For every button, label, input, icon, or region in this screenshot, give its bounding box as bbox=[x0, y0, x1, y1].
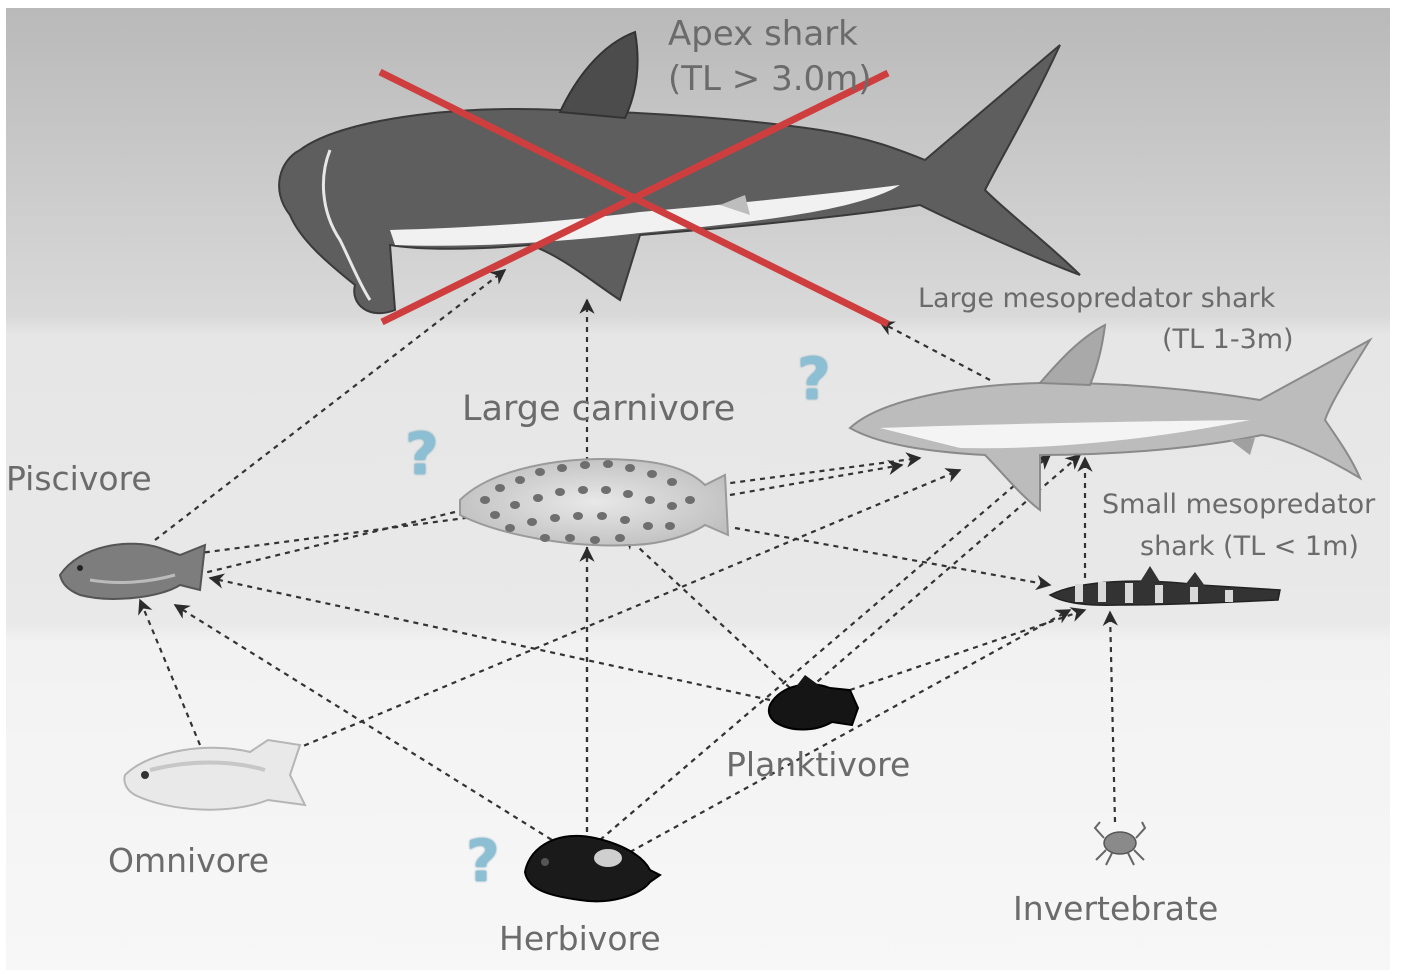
omnivore-label: Omnivore bbox=[108, 840, 269, 881]
large-mesopredator-label: Large mesopredator shark bbox=[918, 282, 1275, 316]
grouper-spot bbox=[533, 494, 543, 502]
grouper-spot bbox=[667, 502, 677, 510]
grouper-spot bbox=[540, 534, 550, 542]
piscivore-label: Piscivore bbox=[6, 458, 152, 499]
invertebrate-label: Invertebrate bbox=[1013, 888, 1218, 929]
apex-shark-label: Apex shark bbox=[668, 13, 858, 56]
grouper-spot bbox=[515, 476, 525, 484]
grouper-spot bbox=[625, 464, 635, 472]
large-carnivore-label: Large carnivore bbox=[462, 388, 735, 432]
grouper-spot bbox=[578, 486, 588, 494]
grouper-spot bbox=[603, 460, 613, 468]
apex-shark-sublabel: (TL > 3.0m) bbox=[668, 58, 872, 101]
grouper-spot bbox=[535, 468, 545, 476]
grouper-spot bbox=[557, 464, 567, 472]
grouper-spot bbox=[667, 478, 677, 486]
question-mark-herbivore: ? bbox=[466, 832, 500, 890]
grouper-spot bbox=[550, 514, 560, 522]
grouper-spot bbox=[615, 534, 625, 542]
grouper-spot bbox=[597, 512, 607, 520]
grouper-spot bbox=[590, 536, 600, 544]
herbivore-label: Herbivore bbox=[499, 918, 661, 959]
grouper-spot bbox=[490, 511, 500, 519]
grouper-spot bbox=[623, 490, 633, 498]
grouper-spot bbox=[565, 534, 575, 542]
question-mark-large-carnivore: ? bbox=[405, 425, 439, 483]
grouper-spot bbox=[643, 522, 653, 530]
grouper-spot bbox=[480, 496, 490, 504]
grouper-spot bbox=[620, 516, 630, 524]
small-mesopredator-label: Small mesopredator bbox=[1102, 488, 1375, 522]
grouper-spot bbox=[580, 461, 590, 469]
small-mesopredator-sublabel: shark (TL < 1m) bbox=[1140, 530, 1359, 564]
planktivore-label: Planktivore bbox=[726, 744, 910, 785]
grouper-spot bbox=[527, 518, 537, 526]
grouper-spot bbox=[647, 470, 657, 478]
grouper-spot bbox=[495, 484, 505, 492]
grouper-spot bbox=[505, 524, 515, 532]
question-mark-large-mesopredator: ? bbox=[797, 350, 831, 408]
grouper-spot bbox=[665, 522, 675, 530]
grouper-spot bbox=[685, 496, 695, 504]
grouper-spot bbox=[645, 496, 655, 504]
grouper-spot bbox=[573, 512, 583, 520]
large-mesopredator-sublabel: (TL 1-3m) bbox=[1162, 323, 1294, 357]
grouper-spot bbox=[510, 501, 520, 509]
grouper-spot bbox=[601, 486, 611, 494]
grouper-spot bbox=[555, 488, 565, 496]
